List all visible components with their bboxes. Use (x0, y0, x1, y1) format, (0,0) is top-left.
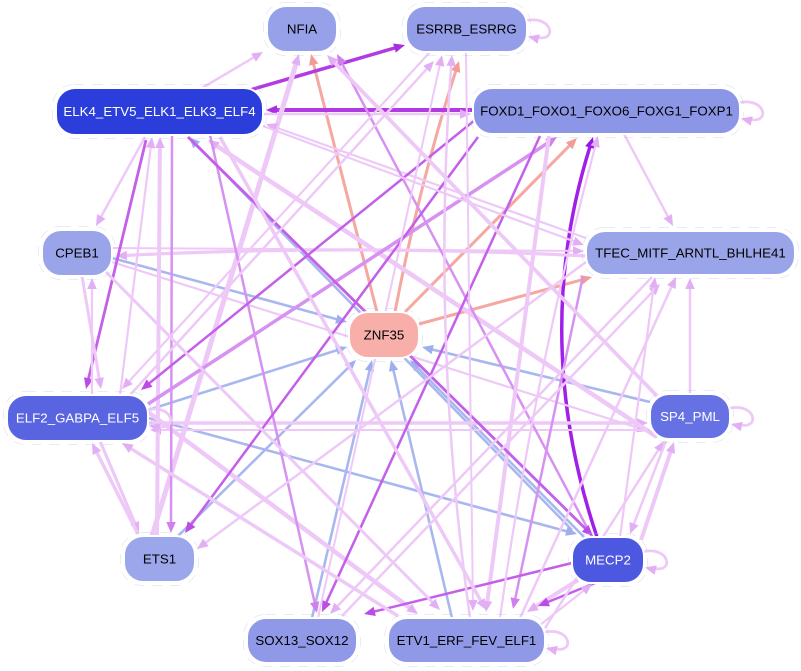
svg-text:ETV1_ERF_FEV_ELF1: ETV1_ERF_FEV_ELF1 (397, 633, 537, 648)
svg-text:ETS1: ETS1 (143, 552, 176, 567)
svg-text:SP4_PML: SP4_PML (660, 409, 720, 424)
svg-text:ESRRB_ESRRG: ESRRB_ESRRG (416, 22, 517, 37)
svg-text:CPEB1: CPEB1 (55, 246, 99, 261)
svg-text:FOXD1_FOXO1_FOXO6_FOXG1_FOXP1: FOXD1_FOXO1_FOXO6_FOXG1_FOXP1 (480, 104, 733, 119)
svg-text:TFEC_MITF_ARNTL_BHLHE41: TFEC_MITF_ARNTL_BHLHE41 (595, 246, 786, 261)
svg-text:NFIA: NFIA (287, 22, 317, 37)
svg-text:SOX13_SOX12: SOX13_SOX12 (255, 633, 348, 648)
svg-text:MECP2: MECP2 (585, 553, 631, 568)
svg-text:ELF2_GABPA_ELF5: ELF2_GABPA_ELF5 (16, 411, 139, 426)
svg-text:ZNF35: ZNF35 (364, 328, 405, 343)
svg-text:ELK4_ETV5_ELK1_ELK3_ELF4: ELK4_ETV5_ELK1_ELK3_ELF4 (63, 104, 255, 119)
